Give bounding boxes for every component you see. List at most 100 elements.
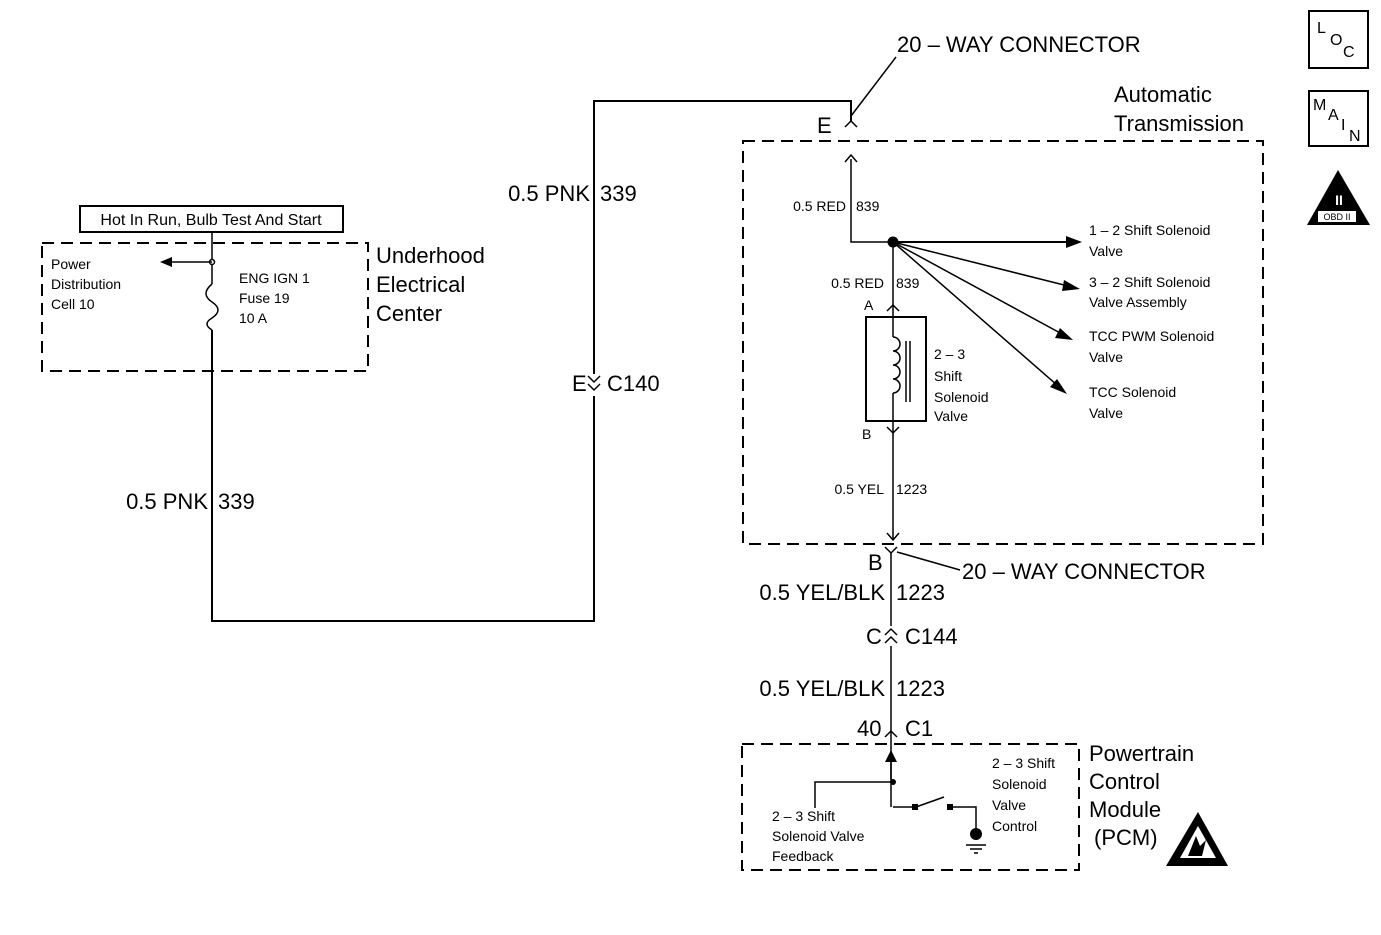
feedback-line1: 2 – 3 Shift (772, 808, 835, 824)
obd-label: OBD II (1323, 212, 1350, 222)
pcm-title-line3: Module (1089, 797, 1161, 822)
wire-yel-gauge: 0.5 YEL (834, 481, 884, 497)
c1-name: C1 (905, 716, 933, 741)
arrow-right-icon (1066, 236, 1082, 248)
main-letter-n: N (1349, 128, 1361, 145)
arrow-left-icon (160, 257, 172, 267)
pcm: 2 – 3 Shift Solenoid Valve Feedback 2 – … (741, 741, 1194, 871)
wire-pnk-top-circuit: 339 (600, 181, 637, 206)
arrow-up-icon (885, 750, 897, 762)
wire-pnk-339 (211, 100, 852, 622)
branch-1-2-line2: Valve (1089, 243, 1123, 259)
wire-pnk-left-gauge: 0.5 PNK (126, 489, 208, 514)
main-letter-m: M (1313, 97, 1326, 114)
top-20way-name: 20 – WAY CONNECTOR (897, 32, 1141, 57)
wire-yelblk-2-gauge: 0.5 YEL/BLK (759, 676, 885, 701)
arrow-right-icon (1055, 328, 1073, 340)
solenoid-pin-b: B (862, 426, 871, 442)
main-letter-i: I (1341, 117, 1345, 134)
connector-20way-top: E 20 – WAY CONNECTOR (817, 32, 1141, 138)
feedback-line2: Solenoid Valve (772, 828, 865, 844)
loc-letter-c: C (1343, 44, 1355, 61)
underhood-electrical-center: Hot In Run, Bulb Test And Start Power Di… (41, 205, 485, 372)
loc-letter-l: L (1317, 20, 1326, 37)
pcm-title-line4: (PCM) (1094, 825, 1158, 850)
solenoid-label-line2: Shift (934, 368, 962, 384)
connector-c140: E C140 (572, 371, 660, 396)
wire-yelblk-1-circuit: 1223 (896, 580, 945, 605)
pcm-box (741, 743, 1080, 871)
control-line2: Solenoid (992, 776, 1047, 792)
wire-red-top-circuit: 839 (856, 198, 880, 214)
transmission-title-line1: Automatic (1114, 82, 1212, 107)
loc-badge[interactable]: L O C (1308, 10, 1369, 69)
wire-yelblk-2-circuit: 1223 (896, 676, 945, 701)
uec-title-line3: Center (376, 301, 442, 326)
connector-c1: 40 C1 (857, 716, 933, 741)
wire-yel-circuit: 1223 (896, 481, 927, 497)
branch-tcc-pwm-wire (892, 241, 1063, 335)
c144-pin: C (866, 624, 882, 649)
power-dist-line1: Power (51, 256, 91, 272)
bottom-20way-name: 20 – WAY CONNECTOR (962, 559, 1206, 584)
control-line1: 2 – 3 Shift (992, 755, 1055, 771)
connector-c144: C C144 (866, 624, 958, 649)
fuse-line1: ENG IGN 1 (239, 270, 310, 286)
wire-red-mid-gauge: 0.5 RED (831, 275, 884, 291)
solenoid-label-line1: 2 – 3 (934, 346, 965, 362)
branch-3-2-line2: Valve Assembly (1089, 294, 1187, 310)
branch-tcc-wire (892, 241, 1058, 386)
esd-warning-icon (1166, 812, 1228, 866)
obd-ii-badge[interactable]: II OBD II (1307, 170, 1370, 225)
wire-yelblk-1-gauge: 0.5 YEL/BLK (759, 580, 885, 605)
solenoid-pin-a: A (864, 297, 874, 313)
pcm-title-line2: Control (1089, 769, 1160, 794)
transmission-box (742, 140, 1264, 545)
fuse-line2: Fuse 19 (239, 290, 290, 306)
branch-1-2-line1: 1 – 2 Shift Solenoid (1089, 222, 1210, 238)
feedback-line3: Feedback (772, 848, 834, 864)
uec-box (41, 242, 369, 372)
branch-tcc-pwm-line1: TCC PWM Solenoid (1089, 328, 1214, 344)
bottom-20way-pin: B (868, 550, 883, 575)
arrow-right-icon (1050, 379, 1067, 394)
top-20way-pin: E (817, 113, 832, 138)
uec-title-line1: Underhood (376, 243, 485, 268)
c140-name: C140 (607, 371, 660, 396)
automatic-transmission: Automatic Transmission 0.5 RED 839 1 – 2… (742, 82, 1264, 545)
c144-name: C144 (905, 624, 958, 649)
wire-red-mid-circuit: 839 (896, 275, 920, 291)
branch-3-2-wire (892, 241, 1069, 287)
arrow-right-icon (1062, 280, 1080, 291)
hot-label: Hot In Run, Bulb Test And Start (100, 212, 322, 229)
branch-tcc-pwm-line2: Valve (1089, 349, 1123, 365)
switch-contact (915, 796, 945, 808)
uec-title-line2: Electrical (376, 272, 465, 297)
wire-pnk-left-circuit: 339 (218, 489, 255, 514)
power-dist-line3: Cell 10 (51, 296, 95, 312)
wire-red-839-up (850, 159, 893, 243)
wire-red-top-gauge: 0.5 RED (793, 198, 846, 214)
solenoid-label-line4: Valve (934, 408, 968, 424)
power-dist-line2: Distribution (51, 276, 121, 292)
branch-tcc-line2: Valve (1089, 405, 1123, 421)
main-badge[interactable]: M A I N (1308, 90, 1369, 147)
control-line3: Valve (992, 797, 1026, 813)
loc-letter-o: O (1330, 32, 1342, 49)
main-letter-a: A (1328, 107, 1339, 124)
fuse-line3: 10 A (239, 310, 268, 326)
fuse-symbol (205, 283, 219, 331)
connector-20way-bottom: B 20 – WAY CONNECTOR (868, 546, 1206, 584)
obd-numeral: II (1335, 192, 1343, 208)
wire-pnk-top-gauge: 0.5 PNK (508, 181, 590, 206)
control-line4: Control (992, 818, 1037, 834)
c1-pin: 40 (857, 716, 881, 741)
branch-3-2-line1: 3 – 2 Shift Solenoid (1089, 274, 1210, 290)
c140-pin: E (572, 371, 587, 396)
solenoid-2-3 (865, 316, 927, 422)
branch-tcc-line1: TCC Solenoid (1089, 384, 1176, 400)
pcm-title-line1: Powertrain (1089, 741, 1194, 766)
transmission-title-line2: Transmission (1114, 111, 1244, 136)
solenoid-label-line3: Solenoid (934, 389, 989, 405)
